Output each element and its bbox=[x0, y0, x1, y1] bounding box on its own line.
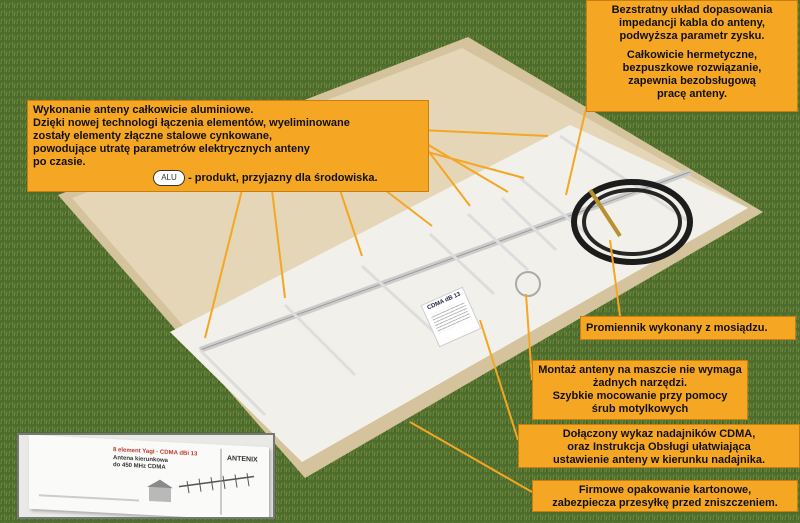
mast-clamp bbox=[515, 271, 541, 297]
callout-cdma-transmitter-list: Dołączony wykaz nadajników CDMA, oraz In… bbox=[518, 424, 800, 468]
packaging-inset-photo: 8 element Yagi · CDMA dBi 13 Antena kier… bbox=[17, 433, 275, 519]
callout-brass-radiator: Promiennik wykonany z mosiądzu. bbox=[580, 316, 796, 340]
antenna-boom-edge bbox=[199, 171, 691, 351]
packaging-box: 8 element Yagi · CDMA dBi 13 Antena kier… bbox=[29, 435, 269, 517]
antenna-element bbox=[428, 232, 496, 296]
coax-cable-coil-inner bbox=[582, 188, 682, 256]
antenna-element bbox=[466, 212, 530, 272]
antenna-element bbox=[283, 303, 357, 377]
callout-aluminium-construction: Wykonanie anteny całkowicie aluminiowe. … bbox=[27, 100, 429, 192]
antenna-elements bbox=[198, 134, 691, 417]
alu-logo: ALU bbox=[153, 170, 185, 186]
antenna-element bbox=[519, 176, 595, 242]
callout-leader-lines bbox=[204, 99, 621, 493]
antenna-element bbox=[198, 348, 267, 417]
packaging-artwork bbox=[39, 448, 255, 515]
antenna-element bbox=[500, 196, 558, 252]
antenna-element bbox=[559, 134, 691, 224]
brass-radiator bbox=[588, 188, 622, 238]
callout-cardboard-packaging: Firmowe opakowanie kartonowe, zabezpiecz… bbox=[532, 480, 798, 512]
antenna-element bbox=[360, 264, 436, 334]
coax-cable-coil bbox=[571, 179, 693, 265]
callout-impedance-matching: Bezstratny układ dopasowania impedancji … bbox=[586, 0, 798, 112]
callout-tool-free-mounting: Montaż anteny na maszcie nie wymaga żadn… bbox=[532, 360, 748, 420]
